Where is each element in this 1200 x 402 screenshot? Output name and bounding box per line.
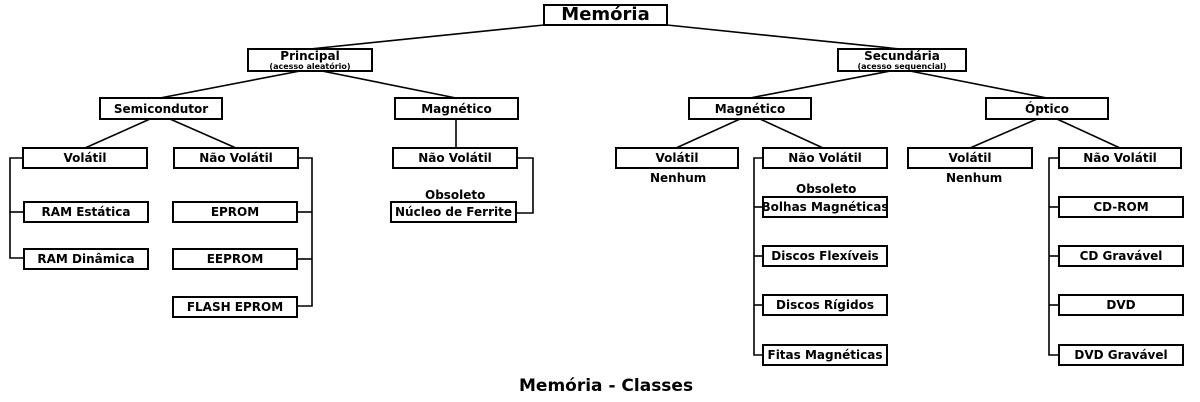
leaf-eprom: EPROM bbox=[172, 201, 298, 223]
node-semicondutor-label: Semicondutor bbox=[113, 101, 209, 116]
leaf-eeprom: EEPROM bbox=[172, 248, 298, 270]
leaf-dvd: DVD bbox=[1058, 294, 1184, 316]
note-secundaria-magnetico-volatil-nenhum: Nenhum bbox=[650, 171, 707, 185]
node-semicondutor-volatil: Volátil bbox=[22, 147, 148, 169]
node-secundaria-magnetico-volatil: Volátil bbox=[615, 147, 739, 169]
leaf-flash-eprom-label: FLASH EPROM bbox=[186, 300, 284, 314]
node-principal: Principal (acesso aleatório) bbox=[247, 48, 373, 72]
node-secundaria-sub: (acesso sequencial) bbox=[857, 61, 947, 71]
leaf-dvd-gravavel-label: DVD Gravável bbox=[1074, 348, 1168, 362]
leaf-eprom-label: EPROM bbox=[210, 205, 260, 219]
node-principal-magnetico: Magnético bbox=[394, 97, 519, 120]
leaf-ram-dinamica-label: RAM Dinâmica bbox=[37, 252, 135, 266]
leaf-fitas-magneticas: Fitas Magnéticas bbox=[762, 344, 888, 366]
leaf-dvd-label: DVD bbox=[1106, 298, 1136, 312]
node-secundaria-magnetico: Magnético bbox=[688, 97, 812, 120]
node-optico: Óptico bbox=[985, 97, 1109, 120]
node-principal-magnetico-label: Magnético bbox=[421, 101, 492, 116]
node-principal-label: Principal bbox=[280, 48, 340, 63]
leaf-nucleo-de-ferrite-label: Núcleo de Ferrite bbox=[395, 205, 512, 219]
node-principal-magnetico-nao-volatil-label: Não Volátil bbox=[418, 151, 492, 165]
node-semicondutor-volatil-label: Volátil bbox=[63, 151, 107, 165]
node-optico-volatil-label: Volátil bbox=[948, 151, 992, 165]
node-secundaria-magnetico-nao-volatil-label: Não Volátil bbox=[788, 151, 862, 165]
node-secundaria-magnetico-label: Magnético bbox=[714, 101, 786, 116]
leaf-discos-flexiveis: Discos Flexíveis bbox=[762, 245, 888, 267]
leaf-ram-dinamica: RAM Dinâmica bbox=[23, 248, 149, 270]
node-semicondutor: Semicondutor bbox=[99, 97, 223, 120]
leaf-discos-rigidos-label: Discos Rígidos bbox=[776, 298, 874, 312]
leaf-nucleo-de-ferrite: Núcleo de Ferrite bbox=[390, 201, 517, 223]
leaf-cd-gravavel: CD Gravável bbox=[1058, 245, 1184, 267]
leaf-eeprom-label: EEPROM bbox=[206, 252, 264, 266]
note-principal-magnetico-obsoleto: Obsoleto bbox=[425, 188, 486, 202]
node-principal-magnetico-nao-volatil: Não Volátil bbox=[392, 147, 518, 169]
node-optico-volatil: Volátil bbox=[907, 147, 1033, 169]
leaf-ram-estatica-label: RAM Estática bbox=[41, 205, 131, 219]
node-optico-label: Óptico bbox=[1025, 101, 1069, 116]
node-memoria: Memória bbox=[543, 4, 668, 26]
leaf-cd-gravavel-label: CD Gravável bbox=[1079, 249, 1163, 263]
node-secundaria: Secundária (acesso sequencial) bbox=[837, 48, 967, 72]
leaf-dvd-gravavel: DVD Gravável bbox=[1058, 344, 1184, 366]
leaf-bolhas-magneticas: Bolhas Magnéticas bbox=[761, 196, 889, 218]
node-semicondutor-nao-volatil: Não Volátil bbox=[173, 147, 299, 169]
leaf-cd-rom-label: CD-ROM bbox=[1093, 200, 1149, 214]
leaf-flash-eprom: FLASH EPROM bbox=[172, 296, 298, 318]
leaf-discos-rigidos: Discos Rígidos bbox=[762, 294, 888, 316]
node-optico-nao-volatil: Não Volátil bbox=[1058, 147, 1182, 169]
node-secundaria-magnetico-volatil-label: Volátil bbox=[655, 151, 699, 165]
leaf-fitas-magneticas-label: Fitas Magnéticas bbox=[767, 348, 883, 362]
leaf-bolhas-magneticas-label: Bolhas Magnéticas bbox=[761, 200, 889, 214]
node-semicondutor-nao-volatil-label: Não Volátil bbox=[199, 151, 273, 165]
node-secundaria-label: Secundária bbox=[864, 48, 940, 63]
note-optico-volatil-nenhum: Nenhum bbox=[946, 171, 1003, 185]
leaf-discos-flexiveis-label: Discos Flexíveis bbox=[771, 249, 879, 263]
node-principal-sub: (acesso aleatório) bbox=[269, 61, 351, 71]
node-optico-nao-volatil-label: Não Volátil bbox=[1083, 151, 1157, 165]
leaf-ram-estatica: RAM Estática bbox=[23, 201, 149, 223]
diagram-caption: Memória - Classes bbox=[519, 376, 694, 396]
note-secundaria-magnetico-obsoleto: Obsoleto bbox=[796, 182, 857, 196]
node-memoria-label: Memória bbox=[561, 4, 650, 25]
leaf-cd-rom: CD-ROM bbox=[1058, 196, 1184, 218]
node-secundaria-magnetico-nao-volatil: Não Volátil bbox=[762, 147, 888, 169]
